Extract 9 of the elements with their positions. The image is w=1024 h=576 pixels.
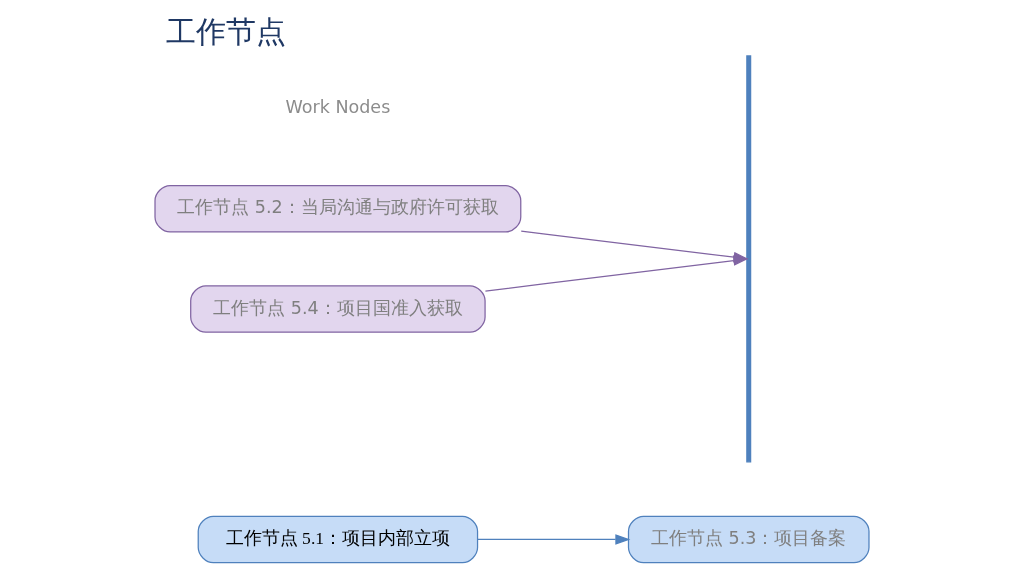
node-bar: [746, 55, 752, 463]
arrow: [477, 534, 631, 545]
diagram-title: 工作节点: [165, 14, 286, 50]
node-box: 工作节点 5.1：项目内部立项: [197, 515, 479, 564]
node-box: 工作节点 5.4：项目国准入获取: [190, 285, 486, 333]
node-box: 工作节点 5.3：项目备案: [627, 515, 870, 564]
node-box: 工作节点 5.2：当局沟通与政府许可获取: [154, 184, 522, 233]
arrow: [484, 255, 749, 292]
label: Work Nodes: [285, 97, 391, 118]
